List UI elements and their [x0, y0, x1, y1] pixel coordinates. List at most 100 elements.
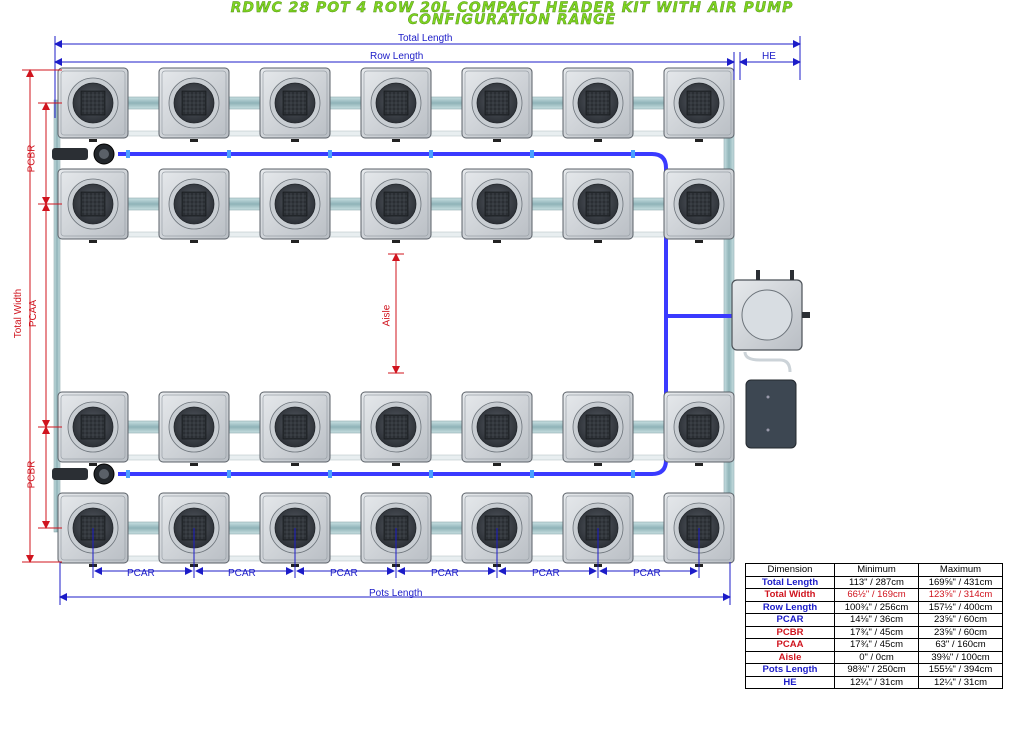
pot: [158, 67, 230, 142]
row-max: 12¼" / 31cm: [918, 675, 1003, 689]
pot-grommet: [594, 139, 602, 142]
left-pipe: [53, 99, 61, 533]
hose-connector: [328, 150, 332, 158]
label-he: HE: [762, 51, 776, 62]
row-name: Aisle: [745, 650, 835, 664]
row-min: 12¼" / 31cm: [834, 675, 919, 689]
pot: [57, 67, 129, 142]
row-min: 98⅜" / 250cm: [834, 663, 919, 677]
header-dimension: Dimension: [745, 563, 835, 577]
pot: [360, 67, 432, 142]
pot-grommet: [594, 240, 602, 243]
pot: [461, 391, 533, 466]
hose-connector: [631, 470, 635, 478]
pot-grommet: [392, 139, 400, 142]
row-max: 23⅝" / 60cm: [918, 625, 1003, 639]
hose-connector: [631, 150, 635, 158]
pot-grommet: [291, 139, 299, 142]
pot-grommet: [695, 463, 703, 466]
spec-table-header: Dimension Minimum Maximum: [745, 563, 1003, 577]
title-line-2: CONFIGURATION RANGE: [407, 12, 617, 28]
air-line: [743, 351, 792, 373]
row-min: 100¾" / 256cm: [834, 600, 919, 614]
label-total-length: Total Length: [398, 33, 453, 44]
hose-connector: [429, 150, 433, 158]
pot-rim: [565, 394, 631, 460]
pot: [663, 67, 735, 142]
row-min: 17¾" / 45cm: [834, 625, 919, 639]
pot: [259, 168, 331, 243]
row-min: 17¾" / 45cm: [834, 638, 919, 652]
label-pcaa: PCAA: [28, 299, 40, 328]
pot-grommet: [190, 139, 198, 142]
header-minimum: Minimum: [834, 563, 919, 577]
header-tank-outlet: [802, 312, 810, 318]
pot-rim: [464, 70, 530, 136]
pot: [158, 168, 230, 243]
header-tank: [731, 270, 810, 351]
hose-connector: [227, 150, 231, 158]
row-max: 23⅝" / 60cm: [918, 613, 1003, 627]
pot-rim: [666, 394, 732, 460]
pot: [57, 391, 129, 466]
row-max: 63" / 160cm: [918, 638, 1003, 652]
pot: [259, 391, 331, 466]
label-pots-length: Pots Length: [369, 588, 423, 599]
row-name: Row Length: [745, 600, 835, 614]
label-pcar-4: PCAR: [431, 568, 459, 579]
air-pump-fitting: [52, 463, 115, 485]
row-name: Total Length: [745, 575, 835, 589]
label-aisle: Aisle: [381, 304, 393, 327]
pot-grommet: [89, 240, 97, 243]
pot-rim: [565, 70, 631, 136]
row-max: 39⅜" / 100cm: [918, 650, 1003, 664]
pot: [360, 168, 432, 243]
pot-grommet: [392, 463, 400, 466]
pot: [461, 67, 533, 142]
pot-rim: [666, 171, 732, 237]
row-max: 157½" / 400cm: [918, 600, 1003, 614]
pot: [461, 168, 533, 243]
label-pcbr-top: PCBR: [26, 144, 38, 173]
label-pcar-5: PCAR: [532, 568, 560, 579]
pot-grommet: [89, 463, 97, 466]
pipework-layer: [53, 96, 740, 562]
pot-grommet: [392, 240, 400, 243]
pot-rim: [464, 171, 530, 237]
pot-rim: [666, 70, 732, 136]
pot: [158, 391, 230, 466]
label-pcar-3: PCAR: [330, 568, 358, 579]
header-maximum: Maximum: [918, 563, 1003, 577]
hose-connector: [429, 470, 433, 478]
air-pump-fitting: [52, 143, 115, 165]
label-row-length: Row Length: [370, 51, 424, 62]
row-max: 123⅝" / 314cm: [918, 588, 1003, 602]
pots-layer: [57, 67, 735, 567]
row-name: PCBR: [745, 625, 835, 639]
pot-grommet: [493, 463, 501, 466]
pot: [562, 67, 634, 142]
pot-rim: [363, 70, 429, 136]
dimension-lines-layer: [22, 36, 801, 605]
pot-rim: [262, 70, 328, 136]
pot-grommet: [89, 139, 97, 142]
pot: [57, 168, 129, 243]
pot-grommet: [190, 240, 198, 243]
label-pcar-1: PCAR: [127, 568, 155, 579]
pot-rim: [161, 171, 227, 237]
row-min: 14⅛" / 36cm: [834, 613, 919, 627]
pot-grommet: [291, 240, 299, 243]
pot-rim: [464, 394, 530, 460]
valve-core: [99, 149, 109, 159]
pot-rim: [363, 394, 429, 460]
pot: [360, 391, 432, 466]
